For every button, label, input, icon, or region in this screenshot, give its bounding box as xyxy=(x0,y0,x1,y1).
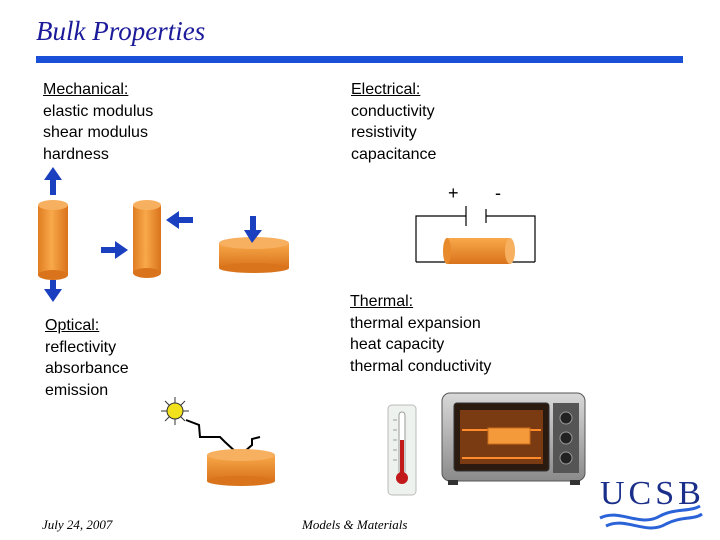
thermal-item: heat capacity xyxy=(350,336,445,353)
thermal-item: thermal conductivity xyxy=(350,357,492,375)
tension-cylinder xyxy=(38,200,68,280)
electrical-item: capacitance xyxy=(351,145,437,163)
mechanical-item: shear modulus xyxy=(43,124,148,141)
mechanical-item: elastic modulus xyxy=(43,102,154,120)
shear-cylinder xyxy=(133,200,161,278)
thermal-heading: Thermal: xyxy=(350,293,414,310)
optical-block: Optical: reflectivity absorbance emissio… xyxy=(45,315,129,401)
slide-title: Bulk Properties xyxy=(36,16,206,46)
ucsb-logo: UCSB xyxy=(600,475,705,512)
thermal-block: Thermal: thermal expansion heat capacity… xyxy=(350,291,491,377)
arrow-icon xyxy=(101,211,193,259)
electrical-item: conductivity xyxy=(351,102,435,120)
optical-item: reflectivity xyxy=(45,338,117,356)
optical-disk xyxy=(207,449,275,486)
thermometer-icon xyxy=(387,404,417,496)
toaster-oven-icon xyxy=(441,392,586,485)
battery-plus: + xyxy=(448,183,459,203)
mechanical-block: Mechanical: elastic modulus shear modulu… xyxy=(43,79,153,165)
optical-item: absorbance xyxy=(45,360,129,377)
optical-heading: Optical: xyxy=(45,317,100,334)
thermal-item: thermal expansion xyxy=(350,314,481,332)
footer-date: July 24, 2007 xyxy=(42,517,113,532)
sun-icon xyxy=(161,397,189,425)
electrical-block: Electrical: conductivity resistivity cap… xyxy=(351,79,436,165)
mechanical-item: hardness xyxy=(43,145,109,163)
electrical-item: resistivity xyxy=(351,124,417,141)
optical-item: emission xyxy=(45,381,109,399)
title-rule xyxy=(36,56,683,63)
ucsb-logo-waves xyxy=(599,504,703,530)
light-path xyxy=(185,419,261,454)
arrow-icon xyxy=(244,216,262,243)
battery-minus: - xyxy=(495,183,501,203)
resistor-cylinder xyxy=(443,238,515,264)
electrical-heading: Electrical: xyxy=(351,81,421,98)
mechanical-heading: Mechanical: xyxy=(43,81,129,98)
footer-center: Models & Materials xyxy=(302,517,408,532)
arrow-icon xyxy=(44,167,62,302)
circuit-diagram xyxy=(415,206,536,263)
hardness-disk xyxy=(219,237,289,273)
